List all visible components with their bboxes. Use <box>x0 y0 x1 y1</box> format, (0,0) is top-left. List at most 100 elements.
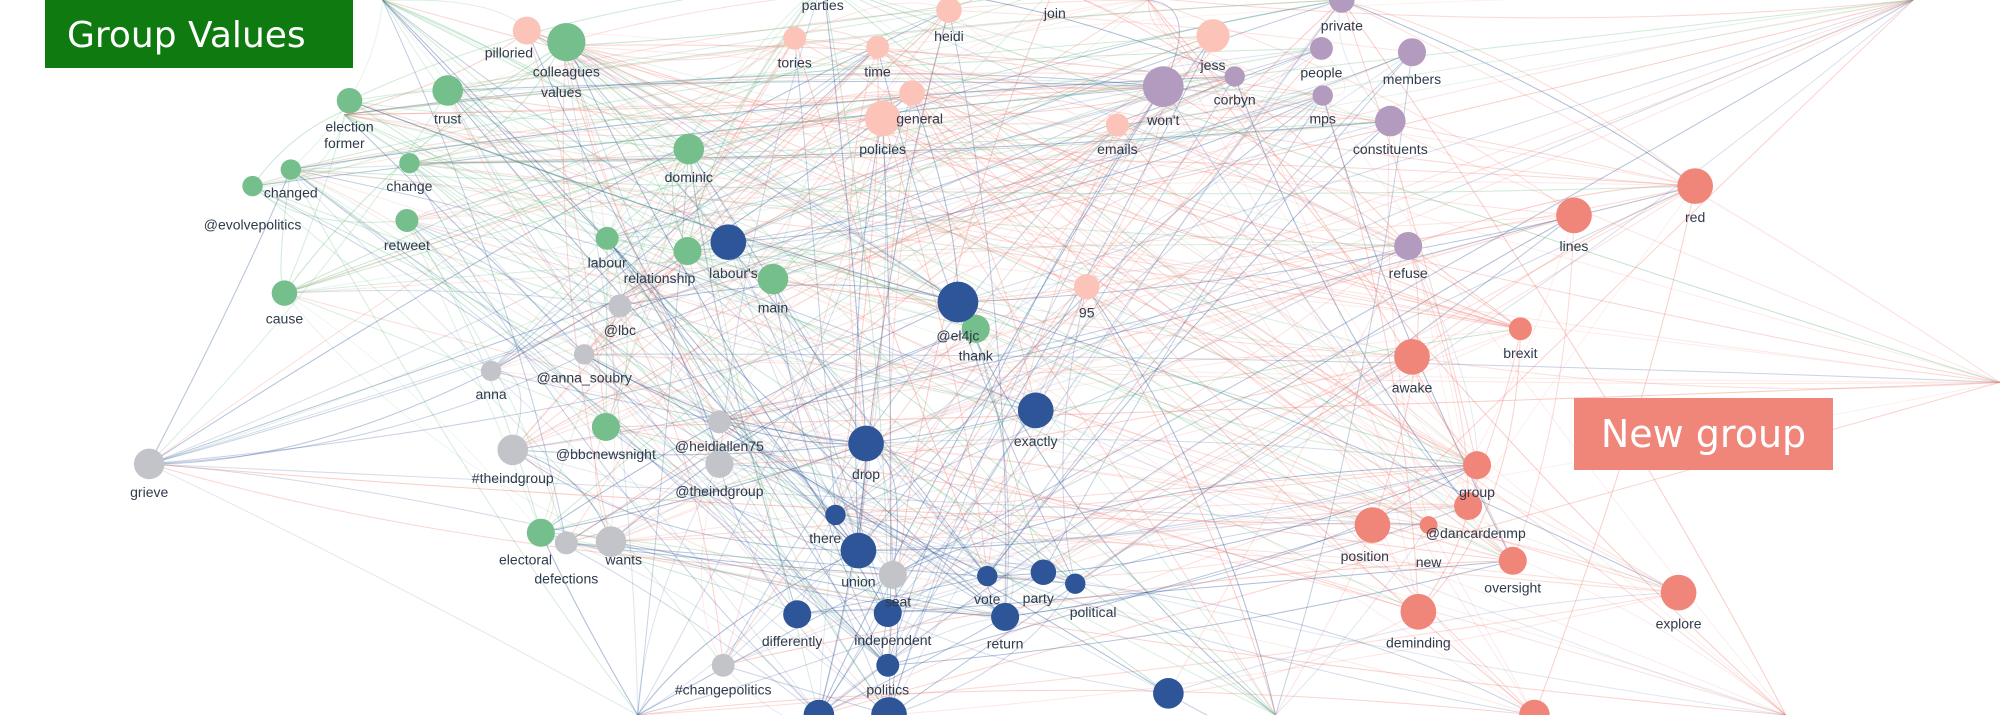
graph-node-private[interactable] <box>1329 0 1355 13</box>
graph-node-members[interactable] <box>1397 38 1427 67</box>
graph-node-explore[interactable] <box>1660 574 1697 611</box>
graph-node-politics[interactable] <box>876 653 900 677</box>
graph-node-cause[interactable] <box>271 280 298 306</box>
graph-node-95[interactable] <box>1073 274 1100 300</box>
graph-node-constituents[interactable] <box>1375 105 1406 137</box>
graph-edge <box>835 245 1409 516</box>
graph-node-political[interactable] <box>1065 573 1086 594</box>
graph-node-new[interactable] <box>1419 516 1438 535</box>
graph-node-independent[interactable] <box>873 599 902 628</box>
graph-node-return[interactable] <box>991 602 1020 631</box>
graph-node-unlabeled[interactable] <box>1519 699 1550 715</box>
graph-node--el4jc[interactable] <box>937 281 979 323</box>
graph-node-colleagues[interactable] <box>547 22 586 62</box>
graph-node--dancardenmp[interactable] <box>1454 491 1483 520</box>
graph-node-party[interactable] <box>1030 559 1057 585</box>
graph-node-thank[interactable] <box>961 314 990 343</box>
graph-edge <box>284 0 1342 294</box>
graph-edge <box>1163 48 1322 92</box>
graph-node-labour[interactable] <box>595 226 619 250</box>
graph-node-relationship[interactable] <box>673 237 702 266</box>
graph-node--changepolitics[interactable] <box>711 653 735 677</box>
graph-node-time[interactable] <box>866 35 890 59</box>
node-label: @el4jc <box>936 327 979 343</box>
graph-node-people[interactable] <box>1309 36 1333 60</box>
graph-node-anna[interactable] <box>480 360 502 382</box>
graph-node--theindgroup[interactable] <box>497 434 529 466</box>
graph-node-grieve[interactable] <box>133 448 165 480</box>
graph-node-general[interactable] <box>899 80 925 106</box>
graph-node-lines[interactable] <box>1556 197 1592 234</box>
graph-edge <box>447 0 1148 91</box>
graph-node--evolvepolitics[interactable] <box>242 175 263 197</box>
graph-node--anna-soubry[interactable] <box>573 344 595 365</box>
graph-node-position[interactable] <box>1354 507 1391 543</box>
graph-node-awake[interactable] <box>1394 339 1430 375</box>
graph-node-wants[interactable] <box>595 526 627 557</box>
node-label: politics <box>866 682 909 698</box>
graph-edge <box>540 532 639 715</box>
graph-node-electoral[interactable] <box>526 518 555 547</box>
graph-node-tories[interactable] <box>783 26 807 50</box>
graph-node-unlabeled[interactable] <box>871 697 907 715</box>
graph-node--bbcnewsnight[interactable] <box>591 412 620 441</box>
graph-node-election[interactable] <box>336 87 363 114</box>
graph-node-changed[interactable] <box>280 159 302 180</box>
graph-node-won-t[interactable] <box>1142 66 1184 108</box>
graph-node-heidi[interactable] <box>936 0 962 23</box>
graph-edge <box>911 92 1478 466</box>
graph-node-trust[interactable] <box>432 75 464 106</box>
graph-node-main[interactable] <box>757 263 789 295</box>
node-label: labour <box>588 255 627 271</box>
graph-node-labour-s[interactable] <box>710 224 747 260</box>
graph-node-brexit[interactable] <box>1508 317 1532 341</box>
graph-node--theindgroup[interactable] <box>705 449 734 478</box>
graph-edge <box>619 305 724 666</box>
graph-node-jess[interactable] <box>1196 19 1230 53</box>
graph-node-red[interactable] <box>1677 168 1714 204</box>
graph-node-group[interactable] <box>1463 451 1492 480</box>
graph-node-there[interactable] <box>825 504 846 526</box>
graph-node--heidiallen75[interactable] <box>707 410 731 434</box>
graph-node-corbyn[interactable] <box>1224 66 1245 87</box>
graph-node--lbc[interactable] <box>608 294 632 318</box>
graph-edge <box>382 0 567 544</box>
node-label: wants <box>604 552 642 568</box>
graph-edge <box>1407 245 1469 506</box>
graph-node-vote[interactable] <box>977 565 998 587</box>
graph-edge <box>566 41 1513 562</box>
graph-node-mps[interactable] <box>1312 85 1333 106</box>
node-label: @anna_soubry <box>537 369 632 385</box>
graph-node-deminding[interactable] <box>1400 593 1437 630</box>
graph-edge <box>284 9 950 294</box>
graph-node-retweet[interactable] <box>395 209 419 232</box>
graph-node-oversight[interactable] <box>1498 546 1527 575</box>
graph-edge <box>284 292 836 516</box>
graph-node-drop[interactable] <box>848 425 884 462</box>
graph-edge <box>290 169 639 715</box>
graph-node-dominic[interactable] <box>673 133 705 165</box>
graph-node-seat[interactable] <box>878 560 907 589</box>
graph-node-unlabeled[interactable] <box>1153 678 1184 709</box>
graph-edge <box>606 238 890 715</box>
graph-node-refuse[interactable] <box>1394 231 1423 260</box>
graph-edge <box>605 37 796 428</box>
node-label: parties <box>802 0 844 13</box>
graph-node-exactly[interactable] <box>1017 392 1054 429</box>
graph-node-policies[interactable] <box>864 100 901 137</box>
graph-node-differently[interactable] <box>783 600 812 629</box>
graph-node-pilloried[interactable] <box>512 16 541 45</box>
graph-edge <box>772 51 1413 280</box>
graph-node-unlabeled[interactable] <box>803 699 835 715</box>
graph-edge <box>1428 524 1787 715</box>
graph-node-change[interactable] <box>399 152 420 174</box>
graph-edge <box>344 92 913 116</box>
graph-edge <box>719 463 1076 585</box>
graph-edge <box>148 9 950 465</box>
graph-edge <box>887 612 1169 694</box>
graph-edge <box>409 162 836 516</box>
graph-node-union[interactable] <box>840 532 877 569</box>
graph-node-emails[interactable] <box>1105 113 1129 137</box>
graph-node-defections[interactable] <box>554 531 578 555</box>
